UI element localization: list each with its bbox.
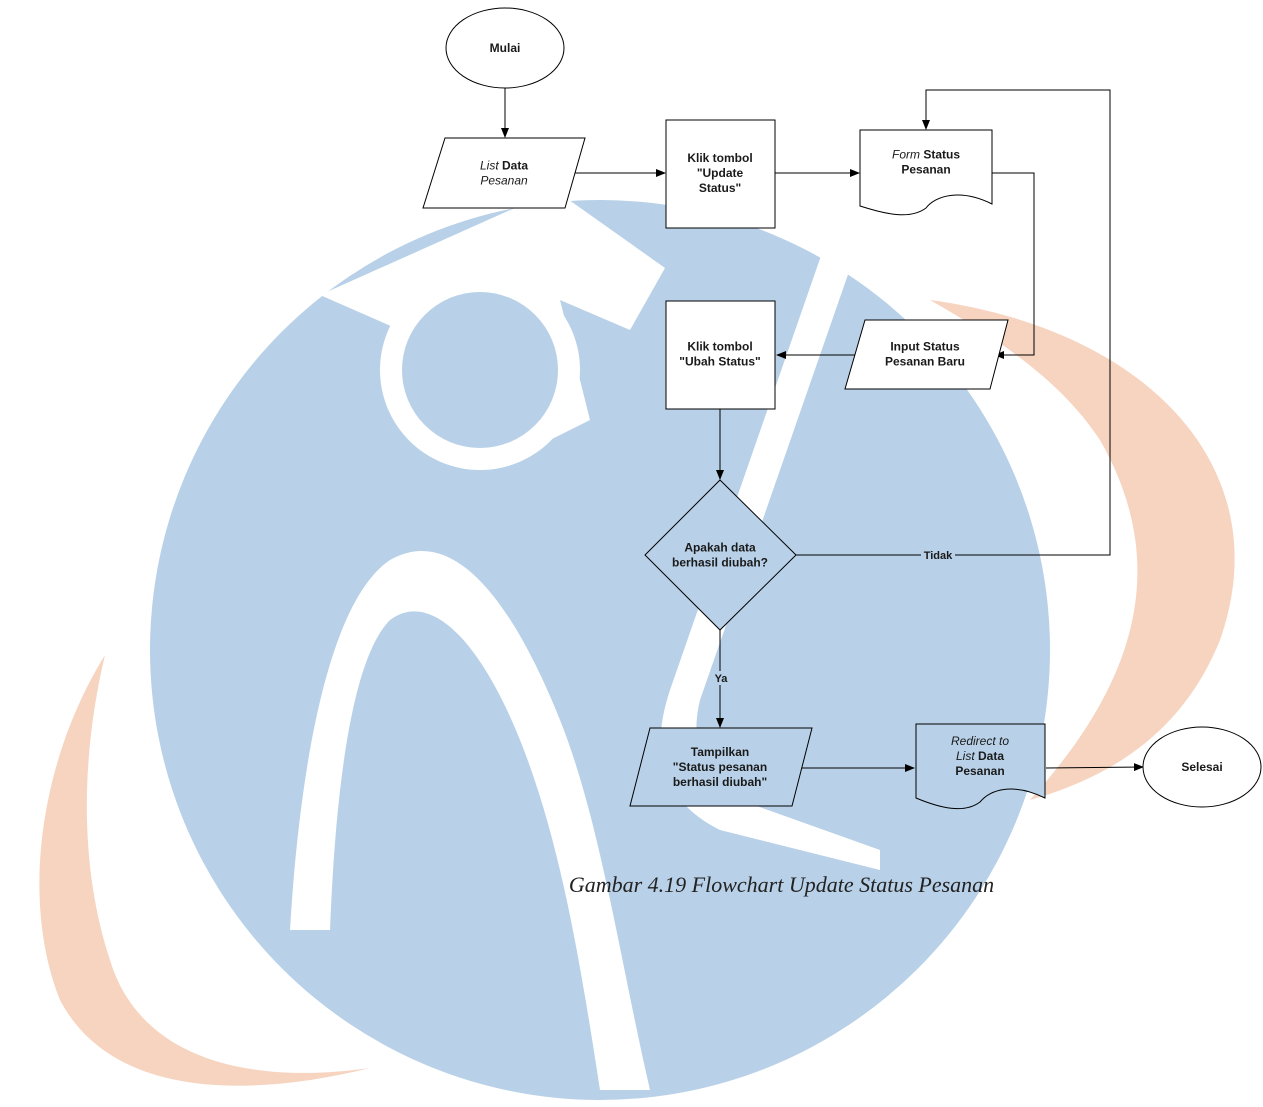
- label-run: Pesanan Baru: [885, 355, 965, 369]
- label-run: List: [956, 749, 975, 763]
- label-run: Pesanan: [955, 764, 1004, 778]
- edge-decision-no-loop: [796, 89, 1111, 556]
- label-run: Mulai: [490, 41, 521, 55]
- label-line: List Data: [956, 749, 1004, 763]
- label-line: Status": [699, 181, 741, 195]
- label-line: Tampilkan: [691, 745, 749, 759]
- label-line: Pesanan: [480, 174, 528, 188]
- label-run: berhasil diubah?: [672, 556, 768, 570]
- label-run: "Update: [697, 166, 744, 180]
- edge-label-no-bg: [921, 548, 955, 562]
- label-line: "Update: [697, 166, 744, 180]
- label-line: Form Status: [892, 148, 960, 162]
- label-line: List Data: [480, 159, 528, 173]
- label-run: List: [480, 159, 499, 173]
- label-line: Mulai: [490, 41, 521, 55]
- node-end: Selesai: [1142, 726, 1262, 808]
- watermark-head: [402, 292, 558, 448]
- label-run: Pesanan: [480, 174, 528, 188]
- node-end-label: Selesai: [1181, 760, 1222, 774]
- watermark-orange-swoosh: [930, 300, 1235, 800]
- label-line: Redirect to: [951, 734, 1009, 748]
- label-run: "Status pesanan: [673, 760, 767, 774]
- edge-form-to-input: [992, 172, 1035, 359]
- label-run: "Ubah Status": [679, 355, 760, 369]
- label-run: Form: [892, 148, 920, 162]
- edge-label-yes: Ya: [715, 673, 729, 685]
- decision-shape: [644, 479, 797, 631]
- label-line: Apakah data: [684, 541, 756, 555]
- label-run: Redirect to: [951, 734, 1009, 748]
- label-line: Input Status: [890, 340, 960, 354]
- edge-label-no: Tidak: [924, 550, 953, 562]
- watermark-logo: [39, 190, 1235, 1100]
- label-run: Input Status: [890, 340, 960, 354]
- label-line: Pesanan Baru: [885, 355, 965, 369]
- label-run: Apakah data: [684, 541, 756, 555]
- connectors: [501, 88, 1144, 772]
- edge-label-yes-bg: [712, 671, 730, 685]
- label-run: Data: [975, 749, 1005, 763]
- figure-caption: Gambar 4.19 Flowchart Update Status Pesa…: [568, 872, 995, 897]
- node-klik-ubah-label: Klik tombol"Ubah Status": [679, 340, 760, 369]
- label-line: Pesanan: [955, 764, 1004, 778]
- node-klik-ubah: Klik tombol"Ubah Status": [665, 300, 776, 410]
- process-shape: [665, 300, 776, 410]
- label-run: berhasil diubah": [673, 775, 767, 789]
- terminator-shape: [445, 7, 565, 89]
- label-line: "Status pesanan: [673, 760, 767, 774]
- watermark-blue-circle: [150, 200, 1050, 1100]
- terminator-shape: [1142, 726, 1262, 808]
- label-run: Klik tombol: [687, 151, 752, 165]
- watermark-body-arch: [290, 550, 650, 1090]
- label-line: Selesai: [1181, 760, 1222, 774]
- label-line: "Ubah Status": [679, 355, 760, 369]
- io-shape: [629, 727, 813, 807]
- process-shape: [665, 119, 776, 229]
- label-line: Klik tombol: [687, 151, 752, 165]
- node-start: Mulai: [445, 7, 565, 89]
- label-run: Tampilkan: [691, 745, 749, 759]
- label-line: Klik tombol: [687, 340, 752, 354]
- label-run: Selesai: [1181, 760, 1222, 774]
- io-shape: [422, 137, 586, 209]
- label-line: Pesanan: [901, 163, 950, 177]
- label-line: berhasil diubah?: [672, 556, 768, 570]
- edge-redirect-to-end: [1045, 763, 1144, 772]
- label-run: Data: [499, 159, 529, 173]
- label-line: berhasil diubah": [673, 775, 767, 789]
- node-start-label: Mulai: [490, 41, 521, 55]
- label-run: Status": [699, 181, 741, 195]
- label-run: Status: [920, 148, 960, 162]
- document-shape: [915, 723, 1046, 810]
- label-run: Pesanan: [901, 163, 950, 177]
- label-run: Klik tombol: [687, 340, 752, 354]
- io-shape: [844, 319, 1009, 390]
- document-shape: [859, 129, 993, 216]
